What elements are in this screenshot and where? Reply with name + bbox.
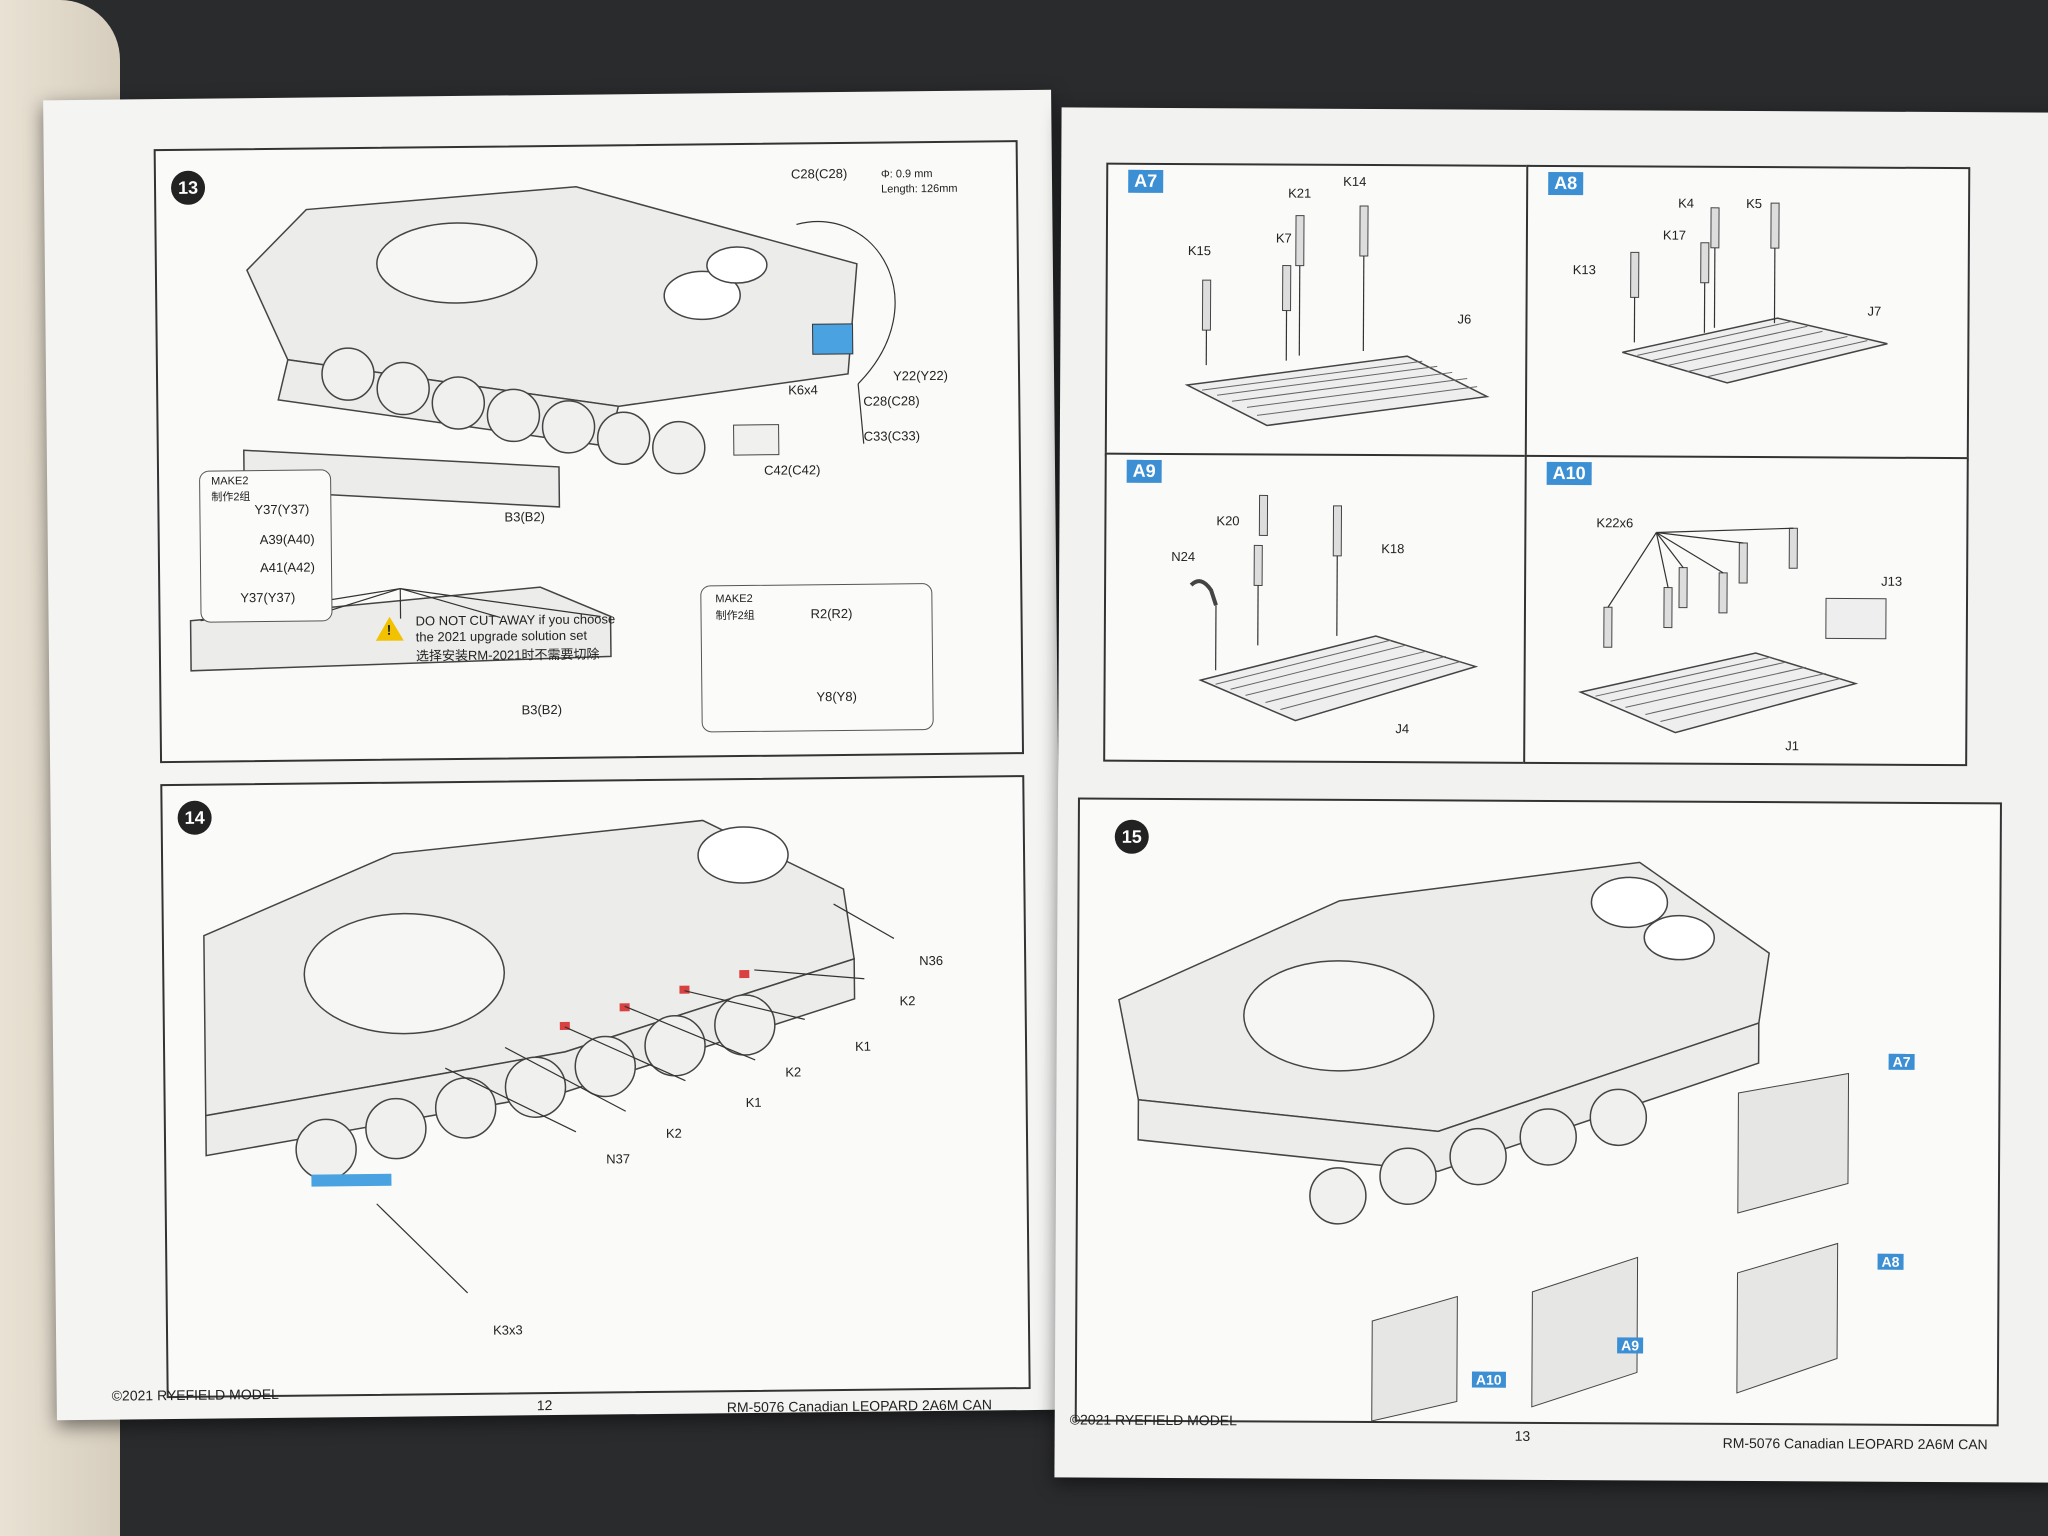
warning-text-1: DO NOT CUT AWAY if you choose [415, 611, 616, 629]
copyright: ©2021 RYEFIELD MODEL [1069, 1411, 1237, 1429]
badge-a9: A9 [1617, 1337, 1644, 1354]
badge-a8: A8 [1877, 1253, 1904, 1270]
warning-text-2: the 2021 upgrade solution set [415, 627, 588, 645]
part-label-k7: K7 [1275, 230, 1292, 246]
copyright: ©2021 RYEFIELD MODEL [111, 1385, 279, 1404]
make2-label-b-cn: 制作2组 [715, 609, 755, 623]
part-label-j7: J7 [1867, 303, 1882, 319]
part-label-y37: Y37(Y37) [254, 501, 310, 518]
subassembly-a10: A10 K22x6 J13 J1 [1523, 454, 1969, 767]
warning-icon: ! [375, 616, 404, 641]
wire-diameter: Φ: 0.9 mm [880, 168, 933, 181]
part-label-c28-mid: C28(C28) [863, 393, 920, 409]
part-label-k15: K15 [1187, 243, 1212, 259]
warning-text-cn: 选择安装RM-2021时不需要切除 [415, 646, 600, 664]
grate-j4-drawing [1189, 494, 1479, 722]
badge-a7: A7 [1888, 1053, 1915, 1070]
part-label-b3-bottom: B3(B2) [521, 701, 563, 718]
part-label-j1: J1 [1785, 738, 1800, 754]
subassembly-a8: A8 K4 K5 K17 K13 J7 [1524, 164, 1971, 462]
part-label-k17: K17 [1662, 227, 1687, 243]
subassembly-a7: A7 K14 K21 K7 K15 J6 [1104, 162, 1531, 459]
part-label-k1-b: K1 [745, 1094, 762, 1111]
part-label-j13: J13 [1881, 573, 1903, 589]
step-14-panel: 14 N36 K2 [160, 775, 1031, 1399]
instruction-page-right: A7 K14 K21 K7 K15 J6 A8 [1054, 107, 2048, 1483]
part-label-a39: A39(A40) [259, 531, 315, 548]
make2-label: MAKE2 [211, 475, 249, 488]
part-label-k20: K20 [1216, 513, 1240, 529]
part-label-k21: K21 [1288, 185, 1312, 201]
model-title: RM-5076 Canadian LEOPARD 2A6M CAN [726, 1396, 992, 1416]
part-label-n37: N37 [606, 1151, 631, 1167]
part-label-k4: K4 [1678, 195, 1695, 211]
step-13-panel: 13 C28(C28) Φ: 0.9 [153, 140, 1025, 764]
part-label-n36: N36 [919, 952, 944, 969]
tank-hull-drawing [189, 185, 896, 672]
part-label-k22: K22x6 [1596, 515, 1634, 531]
part-label-r2: R2(R2) [810, 605, 853, 622]
part-label-k2-a: K2 [899, 993, 916, 1009]
part-label-y8: Y8(Y8) [816, 688, 857, 705]
part-label-c33: C33(C33) [863, 428, 921, 444]
make2-label-b: MAKE2 [715, 592, 753, 606]
part-label-k5: K5 [1746, 195, 1763, 212]
part-label-k2-c: K2 [665, 1125, 682, 1141]
part-label-k6: K6x4 [788, 382, 818, 398]
subassembly-a9: A9 K20 K18 N24 J4 [1103, 452, 1529, 764]
page-number: 13 [1514, 1427, 1531, 1444]
instruction-page-left: 13 C28(C28) Φ: 0.9 [43, 89, 1065, 1421]
part-label-k13: K13 [1572, 262, 1596, 278]
tank-hull-side-drawing [203, 819, 895, 1294]
part-label-j4: J4 [1395, 721, 1410, 737]
tank-hull-rear-drawing [1118, 861, 1850, 1422]
part-label-j6: J6 [1457, 311, 1472, 327]
part-label-b3-top: B3(B2) [504, 509, 546, 525]
part-label-a41: A41(A42) [259, 559, 316, 576]
part-label-y22: Y22(Y22) [892, 367, 949, 384]
part-label-c28: C28(C28) [790, 165, 848, 182]
grate-j1-drawing [1578, 527, 1887, 734]
grate-j7-drawing [1622, 202, 1888, 384]
part-label-k14: K14 [1343, 173, 1367, 189]
part-label-k18: K18 [1381, 541, 1405, 557]
step-15-panel: 15 A7 A8 A9 A10 [1074, 797, 2002, 1427]
make2-label-cn: 制作2组 [211, 491, 251, 504]
wire-length: Length: 126mm [881, 182, 958, 196]
part-label-k3: K3x3 [492, 1322, 523, 1338]
grate-j6-drawing [1184, 205, 1490, 427]
page-number: 12 [536, 1397, 553, 1414]
part-label-k2-b: K2 [785, 1064, 802, 1080]
model-title: RM-5076 Canadian LEOPARD 2A6M CAN [1722, 1434, 1988, 1453]
part-label-y37-b: Y37(Y37) [240, 589, 296, 606]
part-label-k1-a: K1 [854, 1038, 872, 1054]
part-label-n24: N24 [1171, 548, 1196, 565]
part-label-c42: C42(C42) [763, 462, 821, 478]
badge-a10: A10 [1471, 1371, 1506, 1388]
